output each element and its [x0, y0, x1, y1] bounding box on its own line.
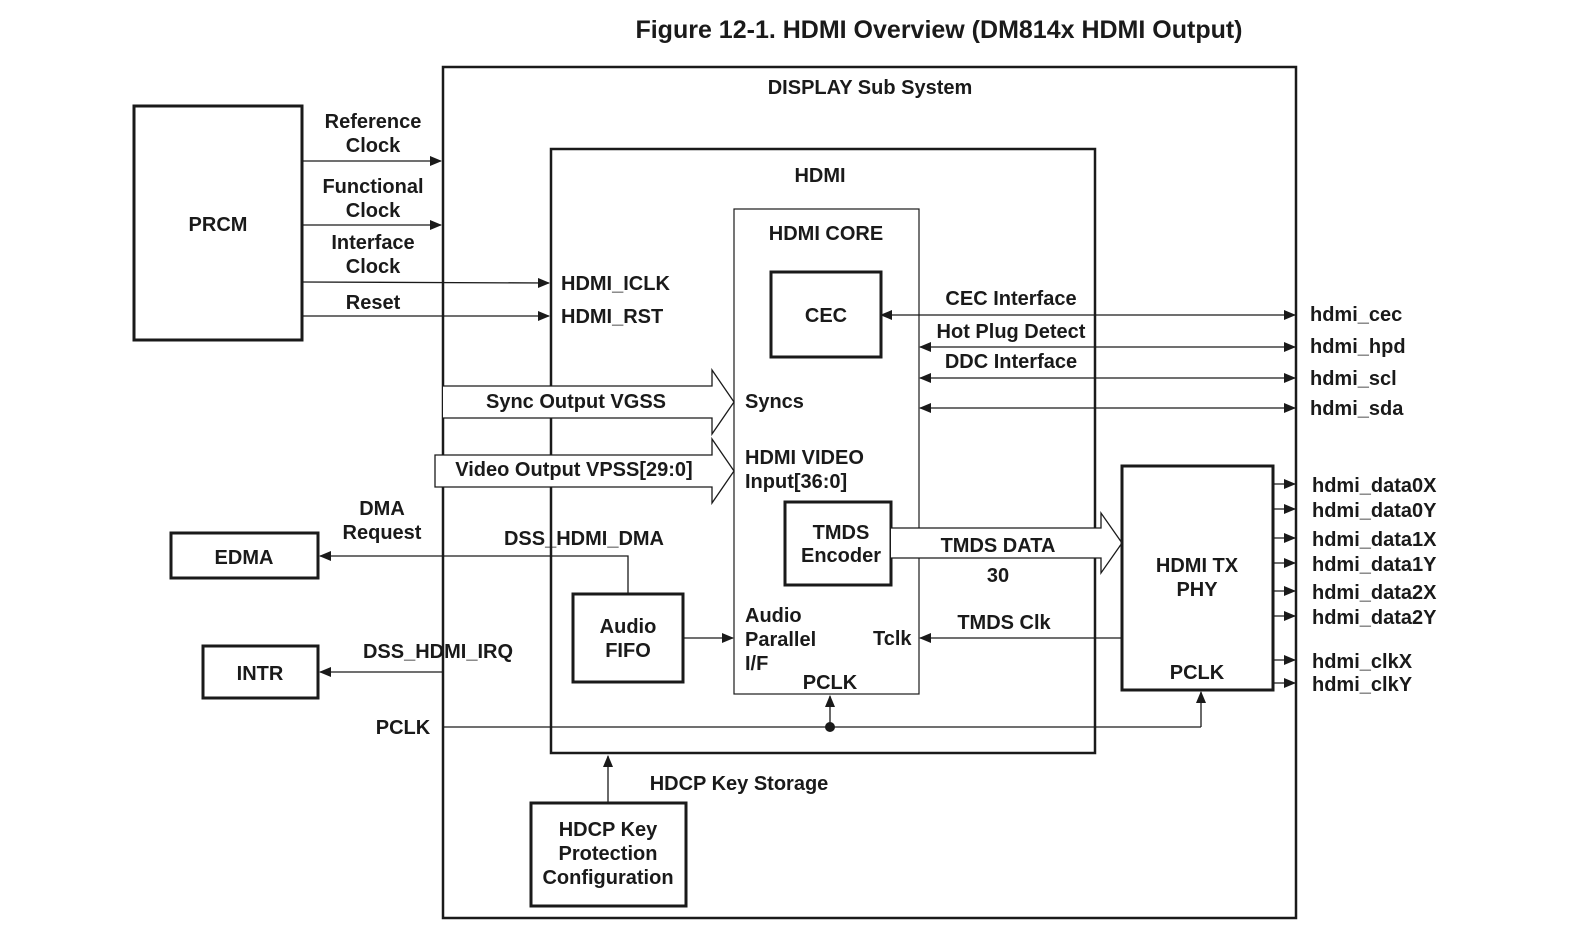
tmds-encoder-label-1: TMDS	[813, 522, 870, 544]
hdcp-protection-block	[529, 801, 688, 908]
phy-output-pin-label: hdmi_data1X	[1312, 529, 1437, 551]
hdmi-core-box	[733, 208, 920, 695]
phy-pclk-label: PCLK	[1170, 662, 1225, 684]
video-output-arrow	[434, 436, 735, 506]
hdmi-cec-pin: hdmi_cec	[1310, 304, 1402, 326]
dss-hdmi-dma-label: DSS_HDMI_DMA	[504, 528, 664, 550]
pclk-left-label: PCLK	[376, 717, 431, 739]
hdcp-box-label-2: Protection	[559, 843, 658, 865]
functional-clock-label-1: Functional	[322, 176, 423, 198]
tmds-width-label: 30	[987, 565, 1009, 587]
tmds-data-label: TMDS DATA	[941, 535, 1056, 557]
reset-label: Reset	[346, 292, 401, 314]
edma-block	[169, 531, 320, 580]
hot-plug-detect-label: Hot Plug Detect	[937, 321, 1086, 343]
syncs-label: Syncs	[745, 391, 804, 413]
phy-output-pin-label: hdmi_clkY	[1312, 674, 1413, 696]
tmds-encoder-label-2: Encoder	[801, 545, 881, 567]
audio-fifo-label-2: FIFO	[605, 640, 651, 662]
hdmi-scl-pin: hdmi_scl	[1310, 368, 1397, 390]
reference-clock-label-2: Clock	[346, 135, 401, 157]
sync-output-label: Sync Output VGSS	[486, 391, 666, 413]
interface-clock-label-2: Clock	[346, 256, 401, 278]
interface-clock-label-1: Interface	[331, 232, 414, 254]
video-output-label: Video Output VPSS[29:0]	[455, 459, 692, 481]
intr-label: INTR	[237, 663, 284, 685]
reference-clock-label-1: Reference	[325, 111, 422, 133]
display-subsystem-label: DISPLAY Sub System	[768, 77, 973, 99]
display-subsystem-box	[441, 65, 1298, 920]
prcm-label: PRCM	[189, 214, 248, 236]
dma-request-label-1: DMA	[359, 498, 405, 520]
edma-label: EDMA	[215, 547, 274, 569]
interface-clock-line	[301, 277, 550, 288]
hdmi-video-input-label-2: Input[36:0]	[745, 471, 847, 493]
phy-output-pin-label: hdmi_data2X	[1312, 582, 1437, 604]
hdmi-sda-pin: hdmi_sda	[1310, 398, 1404, 420]
hdmi-tx-phy-label-1: HDMI TX	[1156, 555, 1239, 577]
dss-hdmi-dma-line	[319, 551, 629, 594]
ddc-interface-label: DDC Interface	[945, 351, 1077, 373]
prcm-block	[132, 104, 304, 342]
intr-block	[201, 644, 320, 700]
tmds-clk-label: TMDS Clk	[957, 612, 1051, 634]
phy-output-pin-label: hdmi_data0X	[1312, 475, 1437, 497]
cec-interface-label: CEC Interface	[945, 288, 1076, 310]
hdcp-box-label-3: Configuration	[542, 867, 673, 889]
hdmi-rst-label: HDMI_RST	[561, 306, 663, 328]
hdmi-label: HDMI	[794, 165, 845, 187]
core-pclk-label: PCLK	[803, 672, 858, 694]
hdmi-video-input-label-1: HDMI VIDEO	[745, 447, 864, 469]
hdmi-core-label: HDMI CORE	[769, 223, 883, 245]
phy-output-pin-label: hdmi_data0Y	[1312, 500, 1437, 522]
sync-output-arrow	[443, 367, 735, 437]
phy-output-lines: hdmi_data0X hdmi_data0Y hdmi_data1X hdmi_da…	[1273, 475, 1437, 696]
audio-parallel-label-2: Parallel	[745, 629, 816, 651]
phy-output-pin-label: hdmi_clkX	[1312, 651, 1413, 673]
audio-parallel-label-1: Audio	[745, 605, 802, 627]
hdcp-key-storage-label: HDCP Key Storage	[650, 773, 829, 795]
hdcp-box-label-1: HDCP Key	[559, 819, 658, 841]
figure-title: Figure 12-1. HDMI Overview (DM814x HDMI …	[635, 16, 1242, 44]
hdmi-box	[549, 147, 1097, 755]
dss-hdmi-irq-label: DSS_HDMI_IRQ	[363, 641, 513, 663]
hdmi-tx-phy-block	[1120, 464, 1275, 692]
audio-fifo-block	[571, 592, 685, 684]
audio-parallel-label-3: I/F	[745, 653, 768, 675]
dma-request-label-2: Request	[343, 522, 422, 544]
phy-output-pin-label: hdmi_data1Y	[1312, 554, 1437, 576]
audio-fifo-label-1: Audio	[600, 616, 657, 638]
hdmi-iclk-label: HDMI_ICLK	[561, 273, 670, 295]
cec-label: CEC	[805, 305, 847, 327]
functional-clock-label-2: Clock	[346, 200, 401, 222]
hdmi-tx-phy-label-2: PHY	[1176, 579, 1218, 601]
phy-output-pin-label: hdmi_data2Y	[1312, 607, 1437, 629]
pclk-junction-dot	[825, 722, 835, 732]
hdmi-hpd-pin: hdmi_hpd	[1310, 336, 1406, 358]
tclk-label: Tclk	[873, 628, 912, 650]
